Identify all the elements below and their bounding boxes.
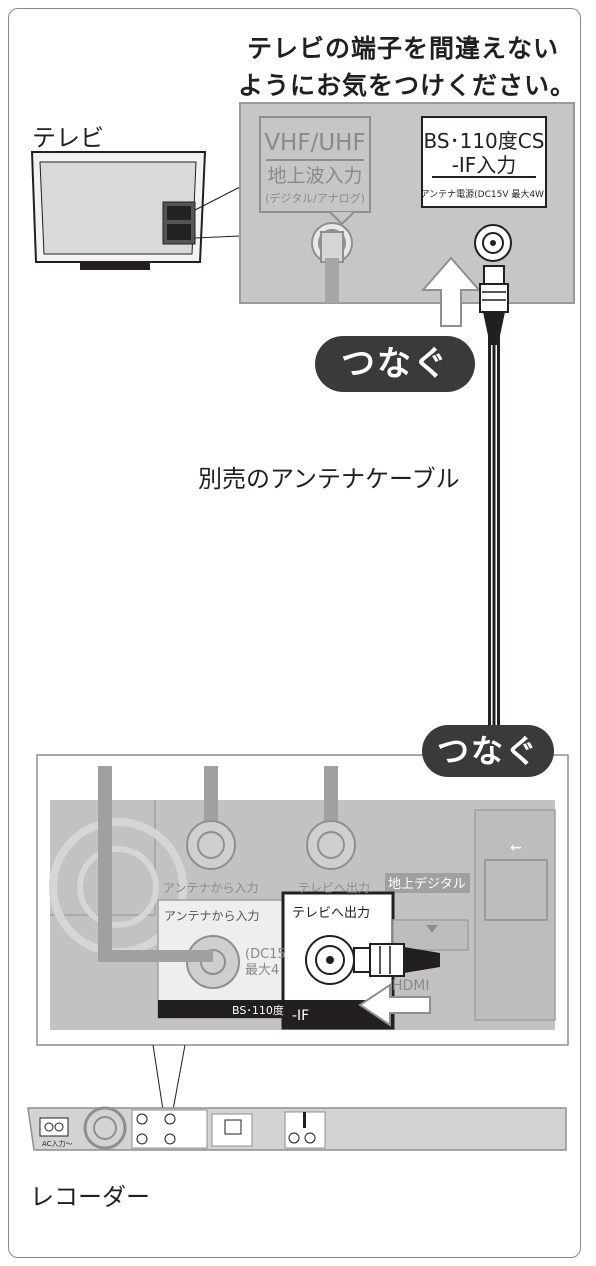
cable-label: 別売のアンテナケーブル xyxy=(198,465,460,493)
rec-tv-out: テレビへ出力 xyxy=(292,906,370,921)
antenna-cable xyxy=(464,265,509,748)
tv-terminal-panel xyxy=(239,102,575,327)
bs-title: BS･110度CS xyxy=(424,129,545,153)
bs-line-1: -IF入力 xyxy=(452,153,517,177)
rec-hdmi-label: HDMI xyxy=(392,978,430,994)
connect-pill-top: つなぐ xyxy=(315,336,475,392)
rec-antenna-in-ghost: アンテナから入力 xyxy=(163,881,259,895)
vhf-line-1: 地上波入力 xyxy=(267,165,362,187)
rec-digital-label: 地上デジタル xyxy=(388,876,466,892)
vhf-title: VHF/UHF xyxy=(264,130,365,156)
bs-line-2: アンテナ電源(DC15V 最大4W) xyxy=(421,188,548,200)
warning-line-2: ようにお気をつけください。 xyxy=(238,71,577,100)
rec-dc-line-1: (DC15 xyxy=(245,947,286,962)
rec-dc-line-2: 最大4 xyxy=(245,963,279,978)
tv-label: テレビ xyxy=(32,124,104,152)
diagram-frame xyxy=(8,8,581,1258)
rec-if-label: -IF xyxy=(292,1008,309,1024)
strip-ac-label: AC入力～ xyxy=(42,1139,73,1148)
tv-illustration xyxy=(30,151,241,270)
recorder-zoom-panel: ⇜ xyxy=(36,754,569,1046)
vhf-line-2: (デジタル/アナログ) xyxy=(265,191,365,205)
recorder-back-strip xyxy=(27,1106,567,1151)
svg-text:⇜: ⇜ xyxy=(510,840,522,856)
rec-antenna-in: アンテナから入力 xyxy=(164,909,260,923)
rec-tv-out-ghost: テレビへ出力 xyxy=(298,881,370,895)
rec-bs-label: BS･110度 xyxy=(232,1003,284,1017)
warning-line-1: テレビの端子を間違えない xyxy=(247,34,560,63)
connect-pill-bottom: つなぐ xyxy=(422,725,554,777)
recorder-label: レコーダー xyxy=(30,1183,150,1211)
